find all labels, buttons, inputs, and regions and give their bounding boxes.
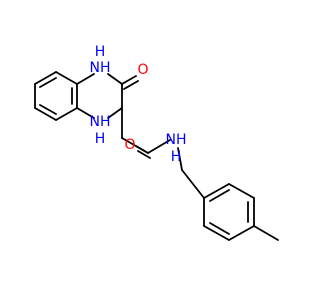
h-top-label: H: [95, 44, 106, 60]
h-bottom-label: H: [95, 131, 106, 147]
carbonyl-oxygen-label: O: [137, 62, 148, 78]
heterocycle-ring: [76, 73, 139, 119]
side-chain: [121, 107, 205, 199]
amide-oxygen-label: O: [124, 137, 135, 153]
tolyl-ring: [203, 183, 279, 241]
structure-canvas: NH H NH H O O NH H: [34, 44, 279, 241]
amide-h-label: H: [171, 149, 182, 165]
nh-top-label: NH: [90, 60, 111, 76]
amide-nh-label: NH: [166, 132, 187, 148]
benzene-ring: [34, 71, 78, 121]
atom-labels: NH H NH H O O NH H: [90, 44, 187, 165]
molecule-drawing: NH H NH H O O NH H: [34, 44, 279, 241]
nh-bottom-label: NH: [90, 114, 111, 130]
